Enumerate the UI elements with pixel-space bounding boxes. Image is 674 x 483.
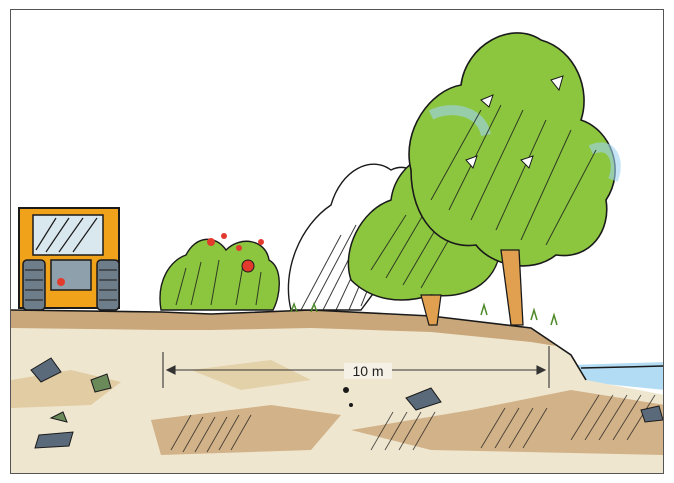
tractor-icon bbox=[19, 208, 119, 310]
illustration-frame: 10 m bbox=[10, 9, 664, 474]
measurement-label: 10 m bbox=[344, 363, 392, 379]
riparian-buffer-illustration bbox=[11, 10, 664, 474]
shrub-icon bbox=[160, 233, 279, 310]
